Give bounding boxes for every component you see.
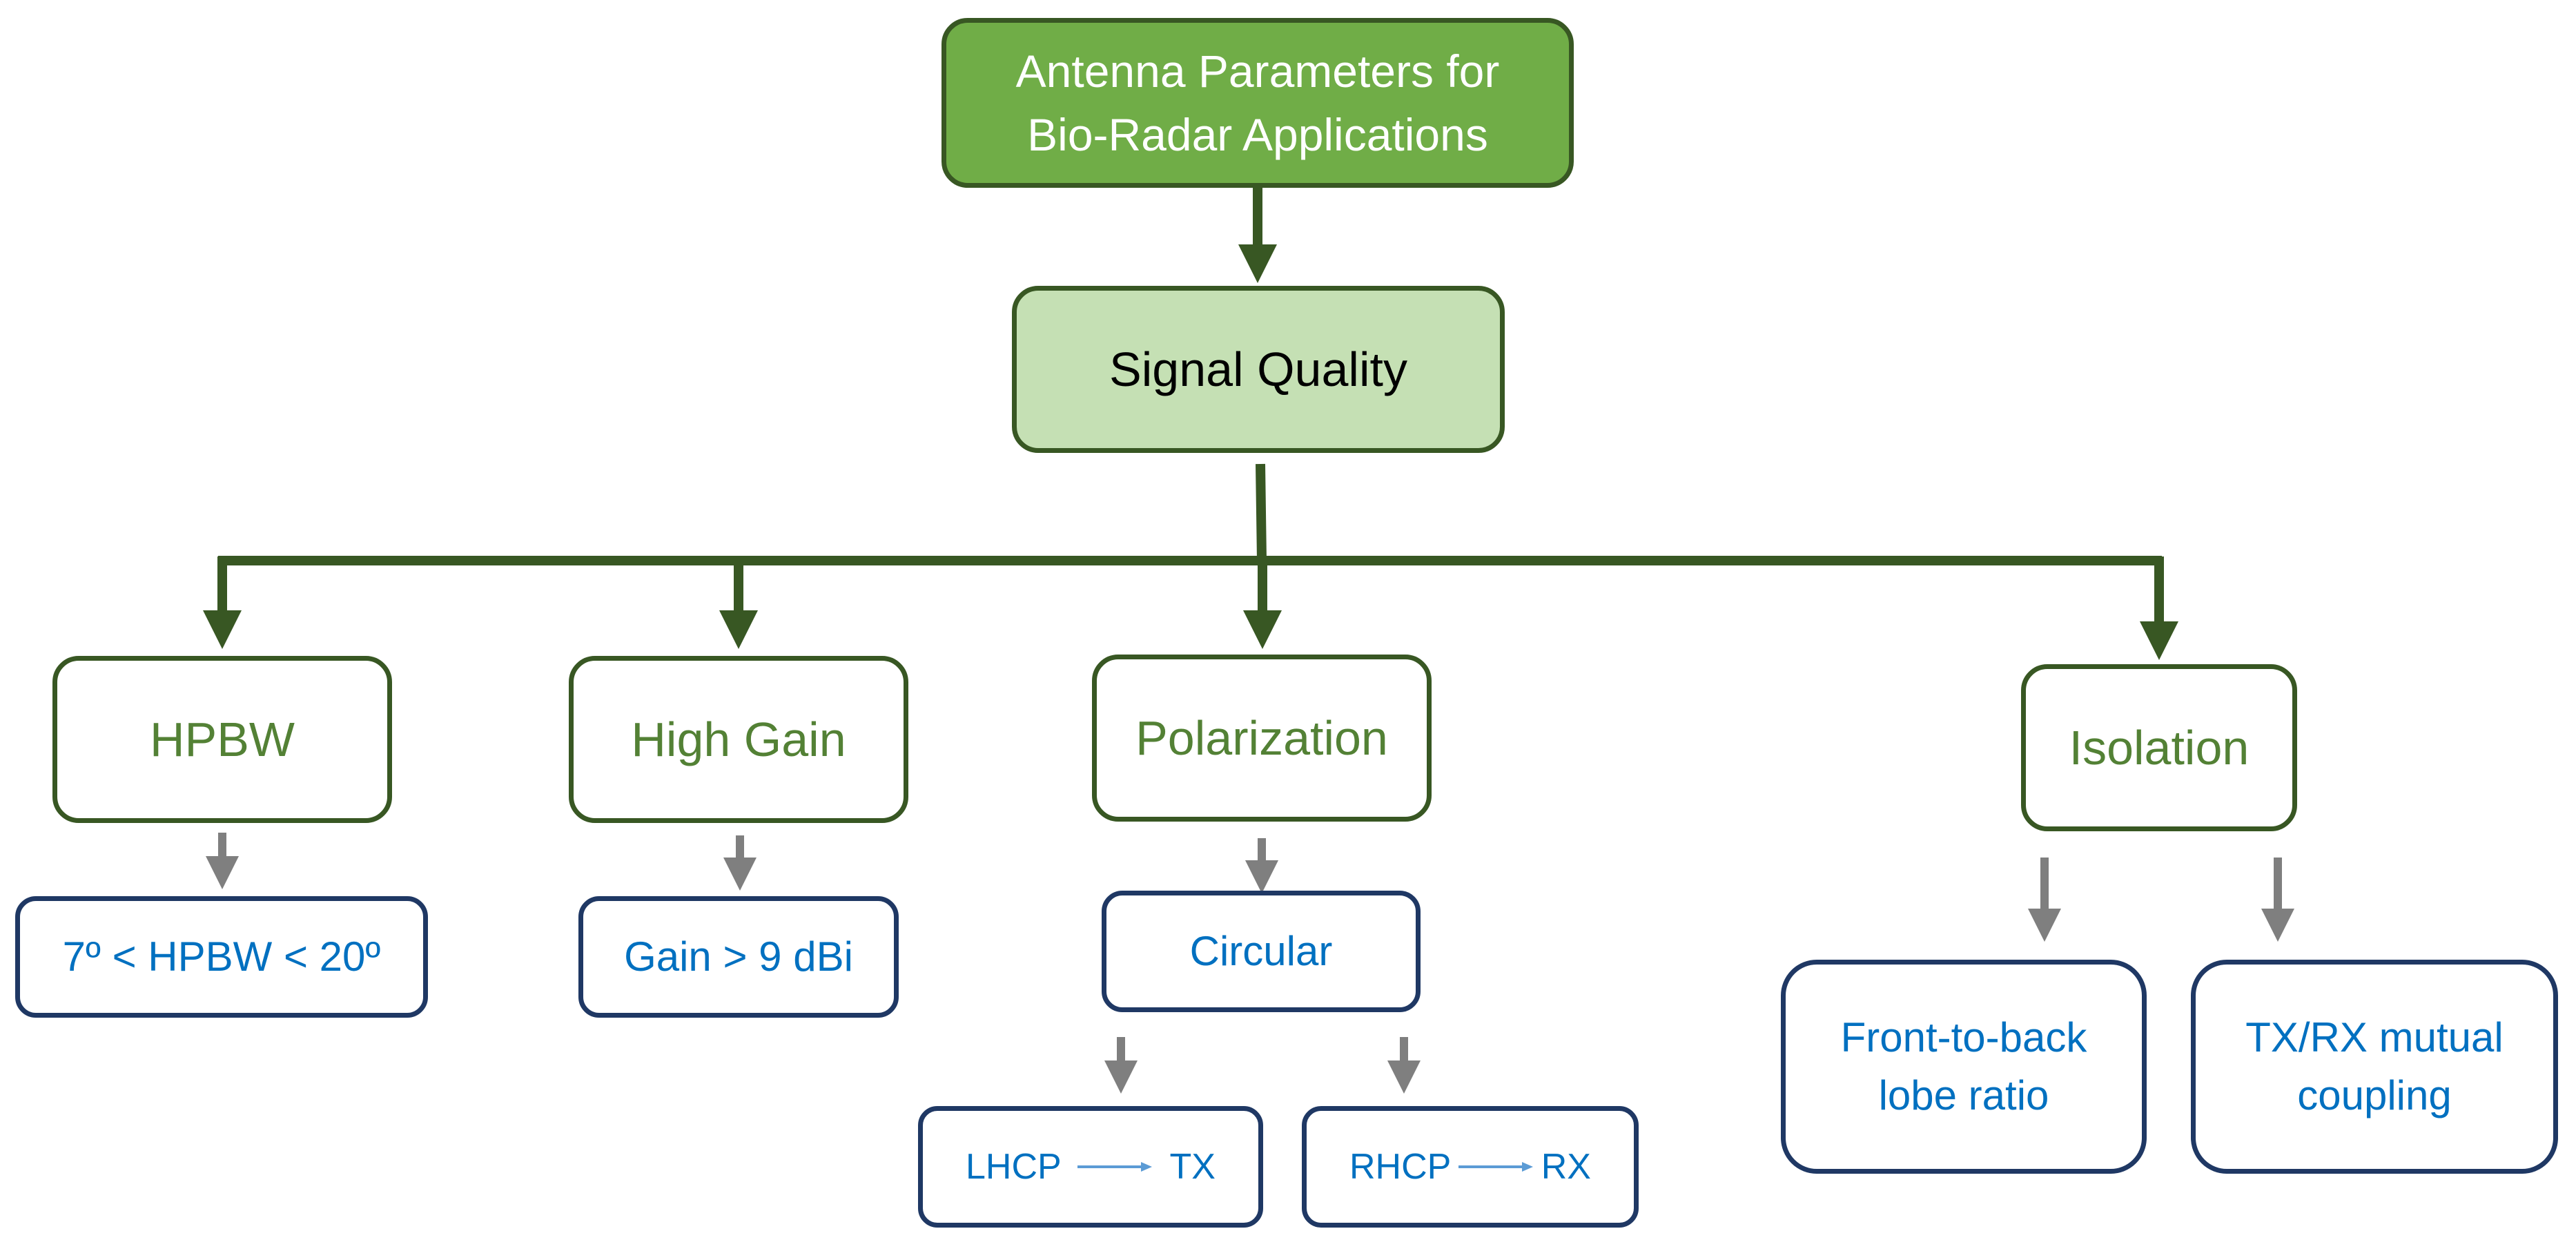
rhcp-label: RHCP (1349, 1147, 1452, 1187)
root-label-line1: Antenna Parameters for (1015, 46, 1500, 97)
trunk-line (1256, 463, 1267, 561)
front-to-back-box: Front-to-back lobe ratio (1781, 960, 2147, 1174)
lhcp-box: LHCP TX (918, 1106, 1263, 1228)
hpbw-label: HPBW (150, 713, 295, 766)
mutual-coupling-line2: coupling (2297, 1072, 2452, 1118)
mutual-coupling-line1: TX/RX mutual (2245, 1014, 2504, 1060)
polarization-label: Polarization (1135, 711, 1388, 765)
tx-label: TX (1169, 1147, 1216, 1187)
circular-text: Circular (1189, 928, 1333, 974)
isolation-label: Isolation (2069, 721, 2250, 775)
rhcp-to-rx-arrow (1458, 1162, 1533, 1172)
rhcp-box: RHCP RX (1302, 1106, 1639, 1228)
high-gain-node: High Gain (569, 656, 908, 823)
front-to-back-line2: lobe ratio (1878, 1072, 2049, 1118)
lhcp-to-tx-arrow (1077, 1162, 1153, 1172)
hpbw-node: HPBW (52, 656, 392, 823)
lhcp-label: LHCP (966, 1147, 1062, 1187)
high-gain-label: High Gain (631, 713, 846, 766)
front-to-back-line1: Front-to-back (1840, 1014, 2087, 1060)
root-node: Antenna Parameters for Bio-Radar Applica… (941, 18, 1574, 188)
hpbw-spec-box: 7º < HPBW < 20º (15, 896, 428, 1018)
polarization-node: Polarization (1092, 655, 1432, 822)
gain-spec-box: Gain > 9 dBi (578, 896, 899, 1018)
rx-label: RX (1541, 1147, 1591, 1187)
signal-quality-label: Signal Quality (1109, 342, 1407, 396)
hpbw-spec-text: 7º < HPBW < 20º (62, 933, 381, 980)
gain-spec-text: Gain > 9 dBi (624, 933, 853, 980)
root-label-line2: Bio-Radar Applications (1027, 109, 1488, 160)
signal-quality-node: Signal Quality (1012, 286, 1505, 453)
mutual-coupling-box: TX/RX mutual coupling (2191, 960, 2558, 1174)
circular-box: Circular (1102, 891, 1421, 1012)
isolation-node: Isolation (2021, 664, 2297, 831)
